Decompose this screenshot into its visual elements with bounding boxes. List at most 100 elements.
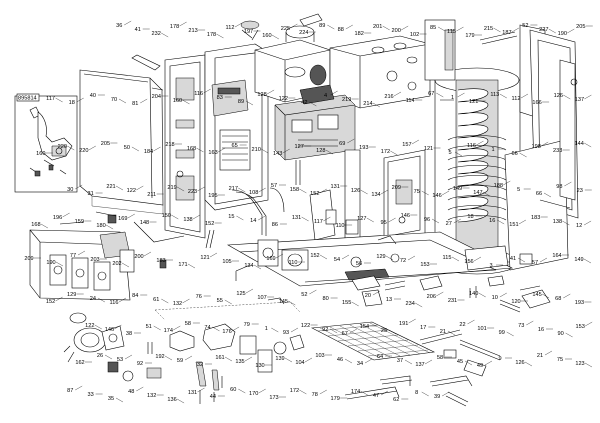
callout-label: 39: [434, 394, 440, 400]
callout-label: 164: [552, 253, 561, 259]
callout-label: 16: [489, 218, 495, 224]
callout-label: 49: [477, 363, 483, 369]
leader-line: [304, 357, 313, 363]
leader-line: [499, 292, 507, 298]
callout-label: 211: [147, 192, 156, 198]
inset-box: 895814: [14, 93, 78, 193]
callout-label: 110: [336, 223, 345, 229]
callout-label: 66: [536, 191, 542, 197]
callout-label: 78: [312, 392, 318, 398]
callout-label: 143: [273, 151, 282, 157]
leader-line: [511, 27, 519, 33]
callout-label: 96: [424, 217, 430, 223]
callout-label: 10: [492, 295, 498, 301]
leader-line: [290, 327, 299, 333]
leader-line: [140, 98, 148, 104]
callout-label: 234: [406, 301, 415, 307]
leader-line: [408, 318, 416, 324]
callout-label: 18: [467, 214, 473, 220]
leader-line: [503, 180, 511, 186]
callout-label: 151: [509, 222, 518, 228]
leader-line: [456, 26, 464, 32]
callout-label: 138: [183, 217, 192, 223]
callout-label: 32: [197, 362, 203, 368]
leader-line: [261, 148, 269, 154]
pump: [63, 312, 134, 382]
callout-label: 61: [153, 297, 159, 303]
callout-label: 34: [357, 361, 363, 367]
callout-label: 153: [576, 324, 585, 330]
callout-label: 138: [553, 219, 562, 225]
leader-line: [360, 189, 368, 195]
front-cover-panel: [79, 54, 164, 215]
leader-line: [62, 212, 70, 218]
control-panel: [29, 214, 135, 301]
callout-label: 9: [498, 356, 501, 362]
leader-line: [407, 255, 416, 261]
leader-line: [271, 34, 279, 40]
leader-line: [562, 220, 570, 226]
callout-label: 56: [356, 261, 362, 267]
leader-line: [372, 102, 380, 108]
callout-label: 176: [222, 329, 231, 335]
callout-label: 20: [365, 293, 371, 299]
callout-label: 200: [134, 254, 143, 260]
leader-line: [216, 33, 224, 39]
inset-label: 895814: [18, 96, 37, 102]
leader-line: [55, 296, 63, 302]
leader-line: [173, 325, 181, 331]
leader-line: [319, 389, 327, 395]
callout-label: 195: [208, 193, 217, 199]
leader-line: [238, 187, 246, 193]
callout-label: 215: [484, 26, 493, 32]
leader-line: [77, 250, 86, 256]
callout-label: 83: [217, 95, 223, 101]
leader-line: [114, 324, 122, 330]
callout-label: 77: [70, 253, 76, 259]
callout-label: 162: [75, 360, 84, 366]
callout-label: 123: [575, 361, 584, 367]
leader-line: [360, 390, 368, 396]
callout-label: 178: [207, 32, 216, 38]
leader-line: [275, 253, 284, 259]
leader-line: [299, 188, 307, 194]
leader-line: [161, 298, 169, 304]
callout-label: 45: [457, 359, 463, 365]
callout-label: 179: [465, 33, 474, 39]
leader-line: [520, 93, 529, 99]
leader-line: [76, 97, 84, 103]
callout-label: 231: [448, 298, 457, 304]
callout-label: 180: [96, 223, 105, 229]
callout-label: 210: [252, 147, 261, 153]
callout-label: 220: [79, 148, 88, 154]
callout-label: 116: [467, 143, 476, 149]
callout-label: 220: [58, 144, 67, 150]
callout-label: 174: [164, 328, 173, 334]
leader-line: [380, 390, 389, 396]
leader-line: [106, 224, 114, 230]
callout-label: 14: [250, 218, 256, 224]
leader-line: [271, 327, 279, 333]
callout-label: 30: [67, 187, 73, 193]
callout-label: 115: [443, 255, 452, 261]
callout-label: 146: [105, 327, 114, 333]
callout-label: 15: [228, 214, 234, 220]
leader-line: [330, 328, 338, 334]
leader-line: [118, 297, 127, 303]
callout-label: 136: [167, 397, 176, 403]
callout-label: 121: [424, 146, 433, 152]
callout-label: 152: [310, 191, 319, 197]
leader-line: [234, 22, 243, 28]
callout-label: 115: [447, 29, 456, 35]
leader-line: [388, 329, 397, 335]
callout-label: 5: [517, 187, 520, 193]
leader-line: [401, 25, 409, 31]
leader-line: [451, 256, 460, 262]
callout-label: 22: [459, 322, 465, 328]
callout-label: 224: [299, 30, 308, 36]
leader-line: [288, 300, 296, 306]
leader-line: [131, 146, 139, 152]
leader-line: [67, 145, 75, 151]
leader-line: [94, 324, 102, 330]
callout-label: 153: [420, 262, 429, 268]
